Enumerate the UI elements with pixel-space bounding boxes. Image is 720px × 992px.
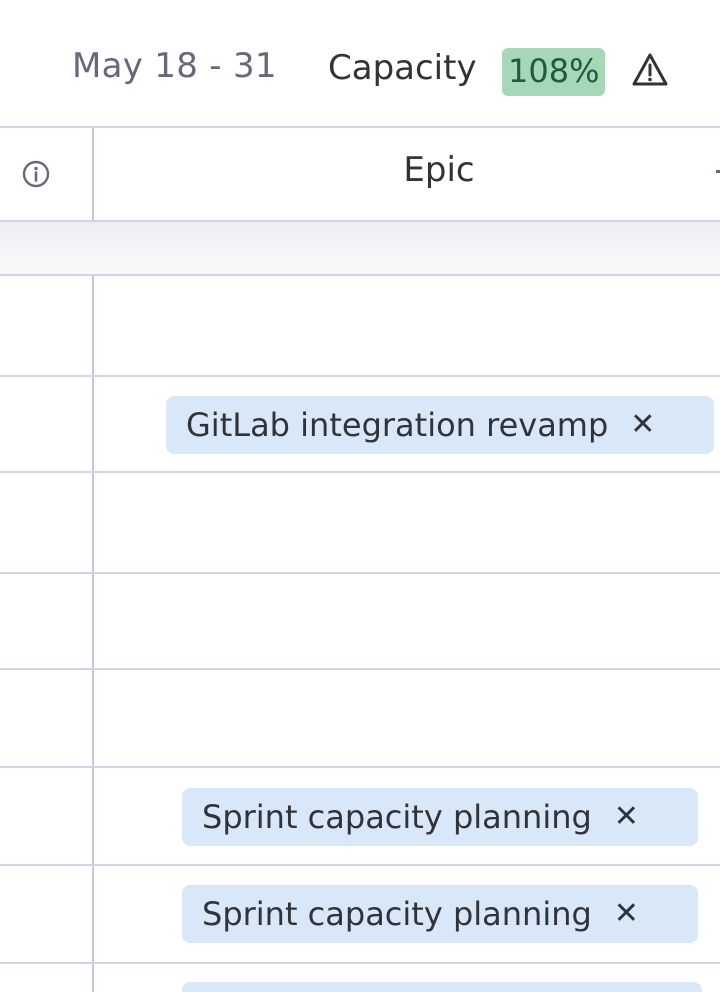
row-divider <box>0 274 720 276</box>
table-top-border <box>0 126 720 128</box>
info-circle-icon[interactable] <box>20 158 52 190</box>
row-divider <box>0 375 720 377</box>
close-icon[interactable]: ✕ <box>613 799 639 834</box>
capacity-label: Capacity <box>328 48 477 88</box>
header-bottom-border <box>0 220 720 222</box>
epic-chip-label: GitLab integration revamp <box>186 406 609 444</box>
column-header-epic[interactable]: Epic <box>403 150 475 190</box>
epic-chip[interactable]: Sprint capacity planning ✕ <box>182 788 698 846</box>
row-divider <box>0 766 720 768</box>
epic-chip[interactable]: Sprint capacity planning ✕ <box>182 885 698 943</box>
capacity-badge: 108% <box>502 48 606 96</box>
epic-chip[interactable]: GitLab integration revamp ✕ <box>166 396 714 454</box>
group-header-band <box>0 222 720 274</box>
row-divider <box>0 572 720 574</box>
warning-triangle-icon[interactable] <box>630 50 670 90</box>
row-divider <box>0 864 720 866</box>
epic-chip-label: Sprint capacity planning <box>202 895 592 933</box>
close-icon[interactable]: ✕ <box>613 896 639 931</box>
row-divider <box>0 962 720 964</box>
sprint-toolbar: May 18 - 31 Capacity 108% <box>0 0 720 128</box>
epic-chip-label: Sprint capacity planning <box>202 798 592 836</box>
row-divider <box>0 668 720 670</box>
sprint-date-range[interactable]: May 18 - 31 <box>72 46 277 86</box>
column-divider <box>92 128 94 992</box>
row-divider <box>0 471 720 473</box>
column-header-next-edge <box>716 170 720 173</box>
epic-chip-partial[interactable] <box>182 982 702 992</box>
close-icon[interactable]: ✕ <box>630 407 656 442</box>
